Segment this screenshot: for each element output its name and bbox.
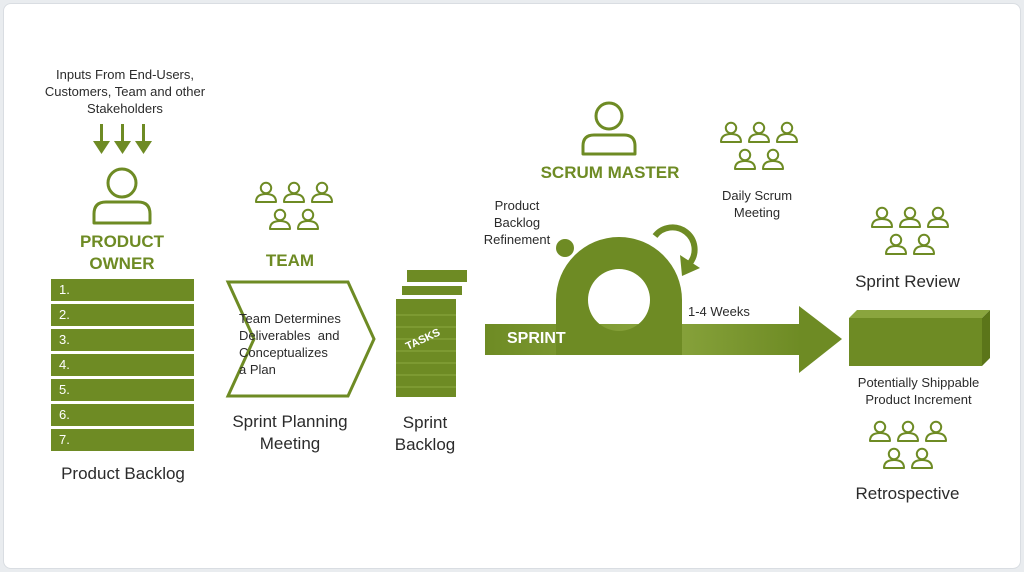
- team-people-icon: [256, 183, 332, 229]
- inputs-line-3: Stakeholders: [87, 101, 163, 116]
- product-owner-title: PRODUCT OWNER: [62, 231, 182, 275]
- backlog-item: 7.: [51, 429, 194, 451]
- inputs-line-1: Inputs From End-Users,: [56, 67, 194, 82]
- sprint-backlog-label-line-2: Backlog: [394, 435, 456, 454]
- product-owner-line-1: PRODUCT: [79, 232, 165, 251]
- scrum-master-person-icon: [581, 101, 637, 156]
- sprint-cycle-icon: [556, 224, 700, 355]
- sprint-planning-label: Sprint Planning Meeting: [215, 411, 365, 455]
- planning-line-4: a Plan: [239, 362, 276, 377]
- planning-line-3: Conceptualizes: [239, 345, 328, 360]
- daily-scrum-text: Daily Scrum Meeting: [707, 187, 807, 221]
- input-arrows-icon: [93, 124, 152, 154]
- sprint-review-label: Sprint Review: [855, 272, 960, 291]
- planning-line-1: Team Determines: [239, 311, 341, 326]
- backlog-item: 1.: [51, 279, 194, 301]
- team-title: TEAM: [265, 251, 315, 270]
- refinement-line-1: Product: [494, 198, 540, 213]
- sprint-label: SPRINT: [507, 330, 566, 347]
- planning-line-2: Deliverables and: [239, 328, 340, 343]
- sprint-planning-label-line-2: Meeting: [259, 434, 321, 453]
- product-owner-line-2: OWNER: [89, 254, 155, 273]
- sprint-planning-box-text: Team Determines Deliverables and Concept…: [239, 310, 341, 378]
- backlog-item: 2.: [51, 304, 194, 326]
- refinement-line-2: Backlog: [493, 215, 541, 230]
- increment-line-1: Potentially Shippable: [857, 375, 980, 390]
- backlog-item: 5.: [51, 379, 194, 401]
- retrospective-people-icon: [870, 422, 946, 468]
- backlog-item: 4.: [51, 354, 194, 376]
- daily-scrum-line-1: Daily Scrum: [721, 188, 793, 203]
- backlog-item: 3.: [51, 329, 194, 351]
- sprint-backlog-stack: [396, 270, 467, 397]
- increment-line-2: Product Increment: [865, 392, 972, 407]
- sprint-duration: 1-4 Weeks: [688, 304, 750, 319]
- sprint-planning-chevron: [225, 280, 376, 398]
- backlog-item: 6.: [51, 404, 194, 426]
- sprint-backlog-label: Sprint Backlog: [380, 412, 470, 456]
- retrospective-label: Retrospective: [855, 484, 960, 503]
- product-increment-text: Potentially Shippable Product Increment: [836, 374, 1001, 408]
- backlog-refinement-text: Product Backlog Refinement: [472, 197, 562, 248]
- inputs-line-2: Customers, Team and other: [44, 84, 206, 99]
- refinement-line-3: Refinement: [483, 232, 551, 247]
- daily-scrum-line-2: Meeting: [733, 205, 781, 220]
- sprint-backlog-label-line-1: Sprint: [402, 413, 448, 432]
- product-increment-box: [849, 310, 990, 366]
- sprint-planning-label-line-1: Sprint Planning: [232, 412, 348, 431]
- product-backlog-list: 1. 2. 3. 4. 5. 6. 7.: [51, 279, 194, 454]
- daily-scrum-people-icon: [721, 123, 797, 169]
- product-backlog-label: Product Backlog: [61, 464, 185, 483]
- scrum-master-title: SCRUM MASTER: [540, 163, 680, 182]
- inputs-text: Inputs From End-Users, Customers, Team a…: [30, 66, 220, 117]
- product-owner-person-icon: [92, 167, 152, 225]
- sprint-review-people-icon: [872, 208, 948, 254]
